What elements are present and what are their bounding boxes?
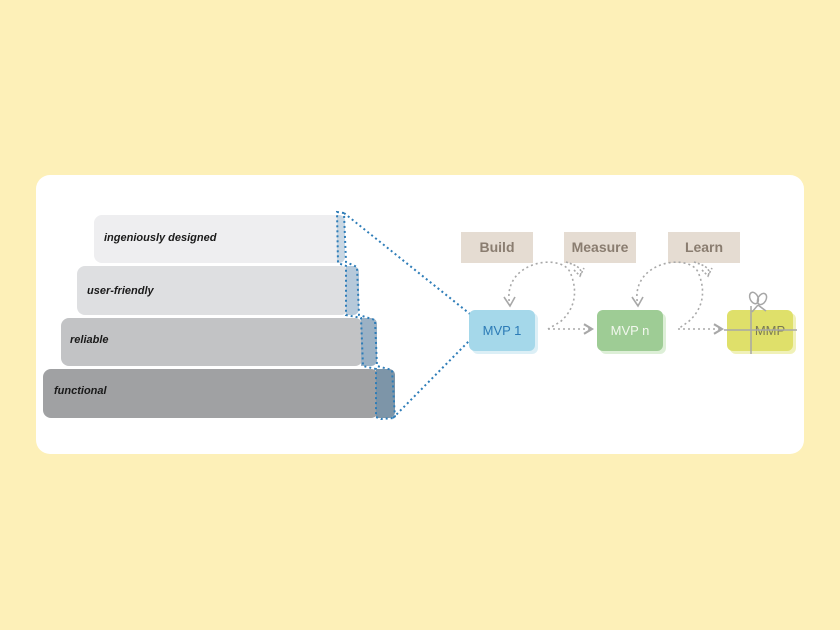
loop-arrowhead-2b bbox=[693, 261, 713, 278]
layer-edge-functional bbox=[376, 369, 395, 418]
layer-label-reliable: reliable bbox=[70, 334, 109, 346]
layer-edge-user-friendly bbox=[346, 266, 359, 315]
node-mvp-1: MVP 1 bbox=[469, 310, 535, 351]
node-mvp-1-label: MVP 1 bbox=[482, 323, 522, 338]
layer-edge-reliable bbox=[361, 318, 377, 366]
layer-ingeniously-designed bbox=[94, 215, 344, 263]
layer-label-user-friendly: user-friendly bbox=[87, 285, 154, 297]
loop-arrowhead-1b bbox=[565, 261, 585, 278]
layer-label-functional: functional bbox=[54, 385, 107, 397]
layer-user-friendly bbox=[77, 266, 349, 315]
pyramid-highlight-outline bbox=[335, 210, 397, 421]
zoom-line-bottom bbox=[392, 339, 471, 419]
layer-reliable bbox=[61, 318, 363, 366]
step-learn: Learn bbox=[668, 232, 740, 263]
layer-label-ingeniously-designed: ingeniously designed bbox=[104, 232, 217, 244]
loop-arrowhead-1a bbox=[503, 296, 516, 308]
layer-edge-ingeniously-designed bbox=[337, 215, 345, 263]
zoom-line-top bbox=[343, 212, 471, 315]
step-build: Build bbox=[461, 232, 533, 263]
loop-arrowhead-2a bbox=[631, 296, 644, 308]
bow-tails bbox=[751, 304, 767, 313]
layer-functional bbox=[43, 369, 379, 418]
step-measure: Measure bbox=[564, 232, 636, 263]
bow-left-loop bbox=[748, 291, 760, 305]
node-mvp-n: MVP n bbox=[597, 310, 663, 351]
node-mvp-n-label: MVP n bbox=[610, 323, 650, 338]
bow-right-loop bbox=[756, 292, 768, 306]
